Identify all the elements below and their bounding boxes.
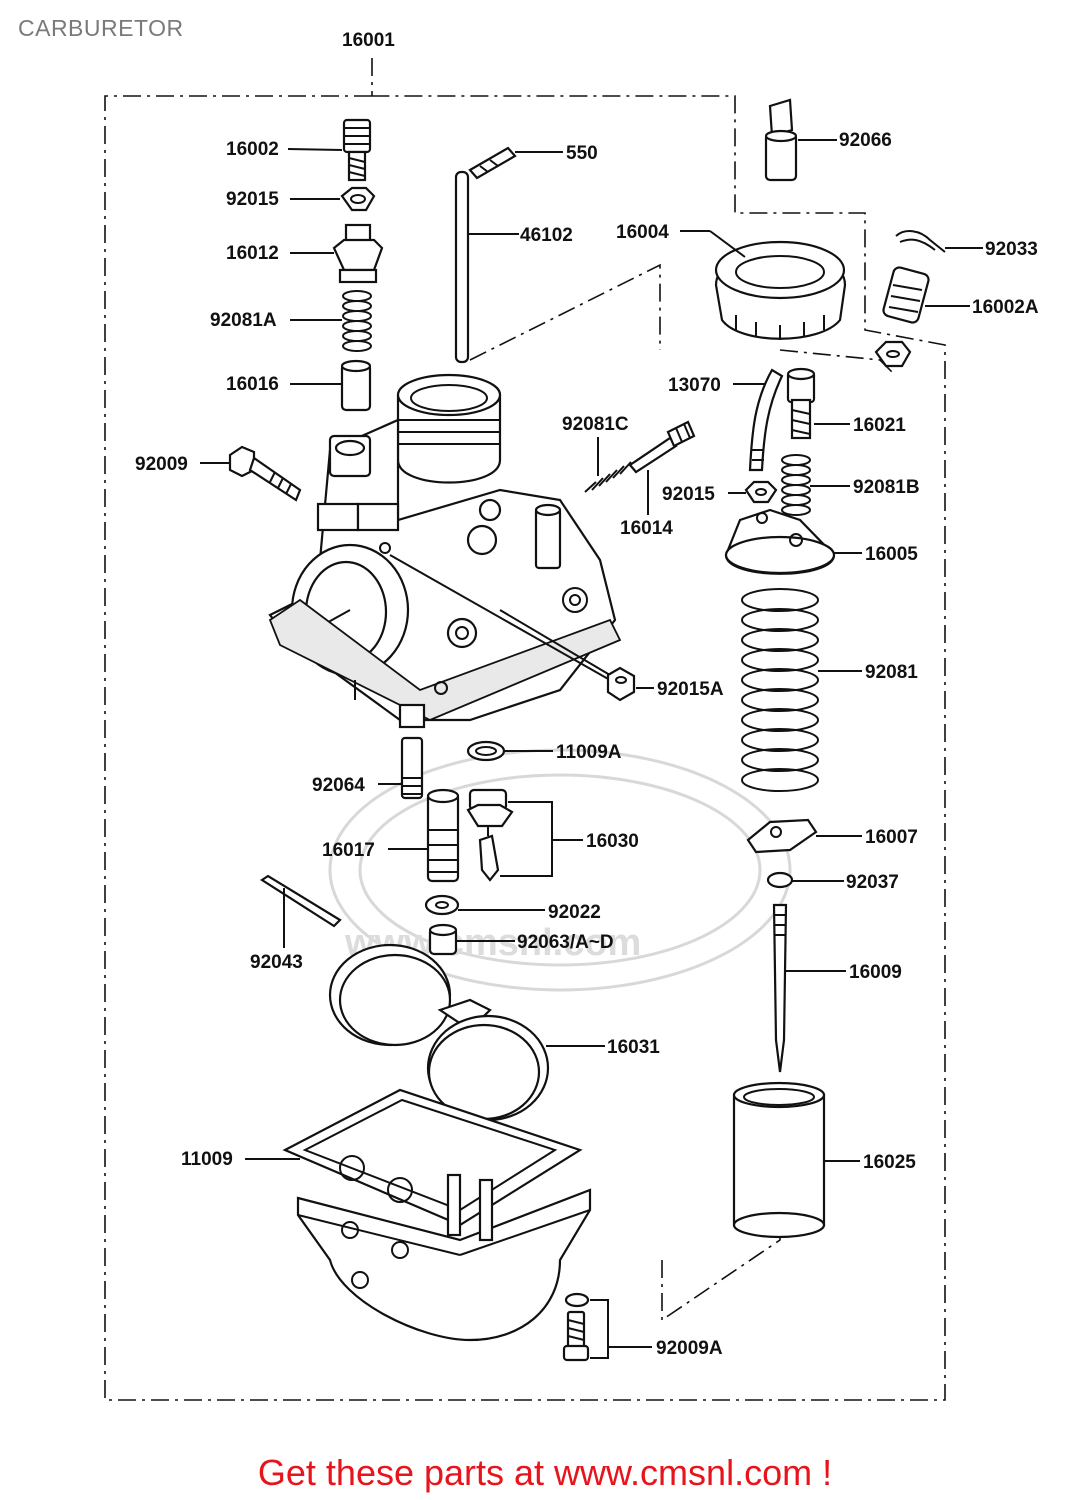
label-92081A: 92081A [210, 310, 277, 331]
label-16004: 16004 [616, 222, 669, 243]
label-16002A: 16002A [972, 297, 1039, 318]
label-16002: 16002 [226, 139, 279, 160]
pilot-screw-16014 [628, 420, 696, 474]
label-16007: 16007 [865, 827, 918, 848]
spring-92081A [342, 290, 372, 352]
label-92064: 92064 [312, 775, 365, 796]
label-46102: 46102 [520, 225, 573, 246]
needle-jet-16017 [426, 788, 460, 883]
label-92009: 92009 [135, 454, 188, 475]
label-16012: 16012 [226, 243, 279, 264]
float-bowl [296, 1173, 592, 1342]
label-16025: 16025 [863, 1152, 916, 1173]
cable-13070 [748, 368, 784, 472]
label-92081: 92081 [865, 662, 918, 683]
label-92015A: 92015A [657, 679, 724, 700]
cable-adjuster [342, 118, 372, 182]
label-16005: 16005 [865, 544, 918, 565]
bowl-screw-92009A [562, 1292, 590, 1362]
needle-16009 [772, 903, 788, 1073]
spring-92081 [741, 588, 819, 792]
shaft-46102 [454, 170, 470, 364]
label-92022: 92022 [548, 902, 601, 923]
plunger-16016 [340, 359, 372, 412]
clip-92033 [895, 230, 946, 253]
adjuster-16021 [786, 367, 816, 440]
floats-16031 [328, 943, 550, 1122]
cap-plate-16005 [724, 508, 836, 575]
gasket-11009 [282, 1088, 583, 1227]
spring-pin-550 [468, 146, 517, 180]
promo-link[interactable]: Get these parts at www.cmsnl.com ! [257, 1452, 833, 1493]
nut-92015A [606, 666, 636, 702]
label-16009: 16009 [849, 962, 902, 983]
label-13070: 13070 [668, 375, 721, 396]
screw-92009 [228, 445, 302, 502]
top-cap-16004 [714, 240, 847, 340]
float-valve-16030 [466, 788, 514, 882]
label-92037: 92037 [846, 872, 899, 893]
main-jet-92063 [428, 923, 458, 956]
carburetor-body [268, 373, 622, 729]
spring-92081B [781, 454, 811, 516]
adjuster-16002A [882, 266, 930, 324]
label-550: 550 [566, 143, 598, 164]
label-92081B: 92081B [853, 477, 920, 498]
nut-92015-right [744, 480, 778, 504]
label-92015-top: 92015 [226, 189, 279, 210]
label-11009: 11009 [181, 1149, 233, 1170]
label-16021: 16021 [853, 415, 906, 436]
label-92063: 92063/A~D [517, 932, 614, 953]
label-92033: 92033 [985, 239, 1038, 260]
label-92015-right: 92015 [662, 484, 715, 505]
part-labels: 16001 16002 92015 16012 92081A 16016 920… [135, 30, 1039, 1359]
lock-nut-top [340, 186, 376, 212]
label-16031: 16031 [607, 1037, 660, 1058]
plate-16007 [746, 818, 818, 854]
label-92009A: 92009A [656, 1338, 723, 1359]
label-16014: 16014 [620, 518, 673, 539]
cable-guide [332, 223, 384, 284]
leader-lines [200, 139, 983, 1359]
o-ring-11009A [466, 740, 506, 762]
pilot-jet-92064 [400, 736, 424, 800]
clip-92037 [766, 871, 794, 889]
throttle-valve-16025 [732, 1081, 826, 1239]
float-pin-92043 [259, 874, 342, 928]
label-16016: 16016 [226, 374, 279, 395]
label-16017: 16017 [322, 840, 375, 861]
nut-right-top [874, 340, 912, 368]
washer-92022 [424, 894, 460, 916]
label-92066: 92066 [839, 130, 892, 151]
cap-92066 [764, 98, 798, 182]
page-title: CARBURETOR [18, 15, 184, 41]
label-11009A: 11009A [556, 742, 622, 763]
label-16030: 16030 [586, 831, 639, 852]
label-16001: 16001 [342, 30, 395, 51]
label-92043: 92043 [250, 952, 303, 973]
spring-92081C [584, 461, 632, 493]
label-92081C: 92081C [562, 414, 629, 435]
